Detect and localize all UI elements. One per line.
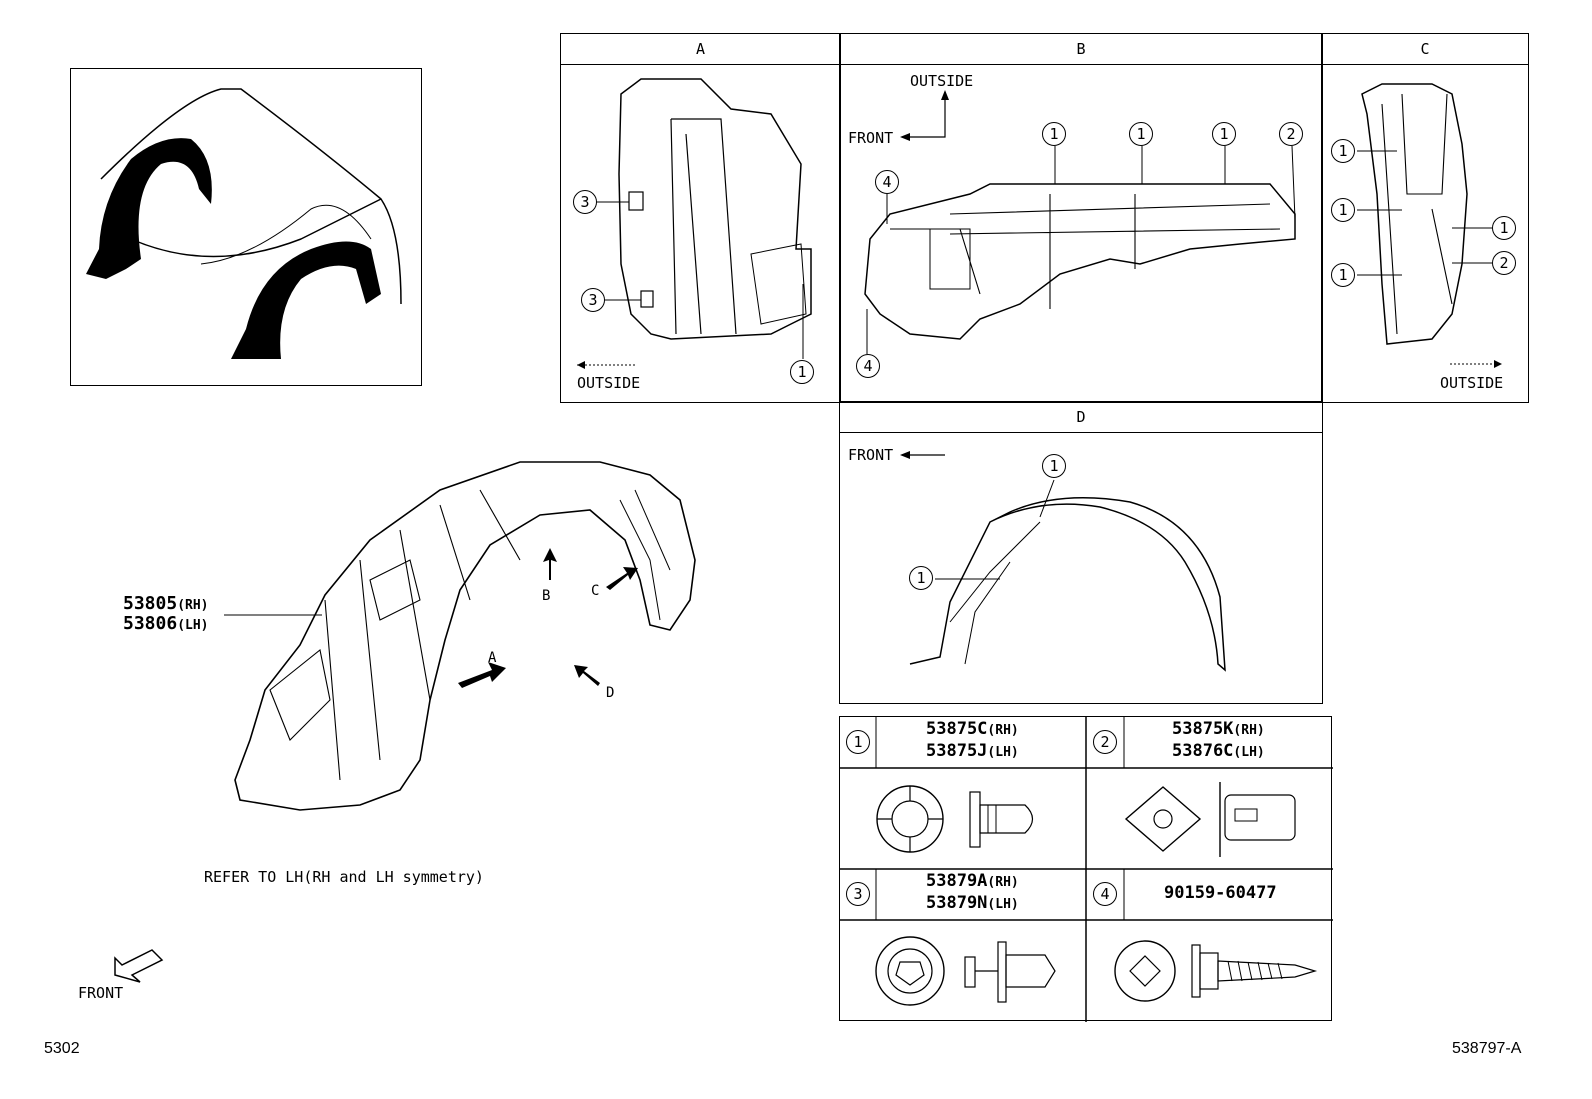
- view-c-illustration: [1357, 83, 1502, 368]
- arrow-label-d: D: [606, 685, 615, 701]
- callout-4-lower: 4: [856, 354, 880, 378]
- clip-3-icon: [875, 936, 1056, 1006]
- view-b-front-label: FRONT: [848, 129, 894, 147]
- callout-1-c: 1: [1212, 122, 1236, 146]
- legend-num-2: 2: [1093, 730, 1117, 754]
- view-d-illustration: [900, 451, 1226, 672]
- clip-1-icon: [876, 785, 1034, 853]
- callout-2: 2: [1279, 122, 1303, 146]
- bolt-4-icon: [1114, 940, 1318, 1002]
- callout-2-right: 2: [1492, 251, 1516, 275]
- view-d-front-label: FRONT: [848, 446, 894, 464]
- legend-3-lh-side: (LH): [987, 897, 1019, 912]
- legend-3-lh: 53879N(LH): [926, 893, 1019, 913]
- legend-1-rh-number: 53875C: [926, 719, 988, 739]
- legend-3-rh-number: 53879A: [926, 871, 988, 891]
- legend-2-lh-number: 53876C: [1172, 741, 1234, 761]
- legend-num-4: 4: [1093, 882, 1117, 906]
- legend-3-lh-number: 53879N: [926, 893, 988, 913]
- view-c-frame: C 1 1 1 1 2 OUTSIDE: [1321, 33, 1529, 403]
- legend-1-rh-side: (RH): [987, 723, 1019, 738]
- callout-1-top: 1: [1331, 139, 1355, 163]
- fastener-legend: 1 53875C(RH) 53875J(LH) 2 53875K(RH) 538…: [839, 716, 1333, 1022]
- page-code-right: 538797-A: [1452, 1040, 1522, 1057]
- view-c-outside-label: OUTSIDE: [1440, 374, 1504, 392]
- part-number-rh-side: (RH): [177, 598, 209, 613]
- legend-2-rh-number: 53875K: [1172, 719, 1234, 739]
- car-overview-illustration: [86, 88, 402, 359]
- view-a-illustration: [577, 78, 812, 369]
- view-b-illustration: [864, 90, 1296, 354]
- legend-3-rh: 53879A(RH): [926, 871, 1019, 891]
- legend-1-lh-number: 53875J: [926, 741, 988, 761]
- legend-4-part: 90159-60477: [1164, 883, 1277, 903]
- callout-4-upper: 4: [875, 170, 899, 194]
- view-a-frame: A 3 3 1 OUTSIDE: [560, 33, 841, 403]
- legend-1-lh-side: (LH): [987, 745, 1019, 760]
- legend-2-lh: 53876C(LH): [1172, 741, 1265, 761]
- legend-2-rh: 53875K(RH): [1172, 719, 1265, 739]
- view-b-title: B: [840, 34, 1322, 65]
- legend-1-rh: 53875C(RH): [926, 719, 1019, 739]
- legend-3-rh-side: (RH): [987, 875, 1019, 890]
- callout-1-top-d: 1: [1042, 454, 1066, 478]
- view-c-title: C: [1322, 34, 1528, 65]
- view-d-frame: D FRONT 1 1: [839, 401, 1323, 704]
- arrow-label-c: C: [591, 583, 600, 599]
- clip-2-icon: [1124, 782, 1296, 857]
- callout-1-right: 1: [1492, 216, 1516, 240]
- legend-2-rh-side: (RH): [1233, 723, 1265, 738]
- callout-1-bottom: 1: [1331, 263, 1355, 287]
- car-overview-frame: [70, 68, 422, 386]
- callout-1-left-d: 1: [909, 566, 933, 590]
- view-b-outside-label: OUTSIDE: [910, 72, 974, 90]
- page-code-left: 5302: [44, 1040, 80, 1057]
- legend-1-lh: 53875J(LH): [926, 741, 1019, 761]
- arrow-label-a: A: [488, 650, 497, 666]
- callout-1-mid: 1: [1331, 198, 1355, 222]
- view-d-title: D: [840, 402, 1322, 433]
- part-number-rh-value: 53805: [123, 593, 178, 614]
- legend-num-3: 3: [846, 882, 870, 906]
- symmetry-note: REFER TO LH(RH and LH symmetry): [204, 868, 484, 886]
- callout-3-upper: 3: [573, 190, 597, 214]
- arrow-label-b: B: [542, 588, 551, 604]
- view-a-outside-label: OUTSIDE: [577, 374, 641, 392]
- part-number-rh: 53805(RH): [123, 593, 209, 614]
- view-a-title: A: [561, 34, 840, 65]
- part-number-lh: 53806(LH): [123, 613, 209, 634]
- callout-1: 1: [790, 360, 814, 384]
- front-label: FRONT: [78, 984, 124, 1002]
- legend-grid: [840, 717, 1333, 1022]
- callout-1-a: 1: [1042, 122, 1066, 146]
- callout-3-lower: 3: [581, 288, 605, 312]
- part-number-lh-side: (LH): [177, 618, 209, 633]
- legend-2-lh-side: (LH): [1233, 745, 1265, 760]
- callout-1-b: 1: [1129, 122, 1153, 146]
- legend-num-1: 1: [846, 730, 870, 754]
- view-b-frame: B OUTSIDE FRONT 1 1 1 2 4 4: [839, 33, 1323, 403]
- part-number-lh-value: 53806: [123, 613, 178, 634]
